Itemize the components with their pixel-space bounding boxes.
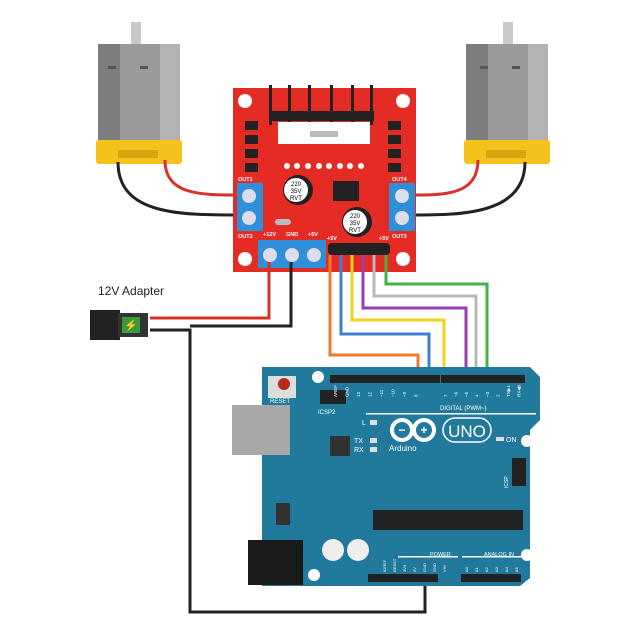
cap-text: 35V (350, 221, 361, 227)
pin-label: A2 (484, 566, 489, 572)
analog-header (461, 574, 521, 582)
l298n-motor-driver: 220 35V RVT 220 35V RVT OUT1 OUT2 OUT3 O… (233, 85, 416, 272)
pin-label: ~10 (391, 389, 396, 397)
cap-text: 220 (350, 214, 361, 220)
power-jack (248, 540, 303, 585)
svg-text:−: − (398, 423, 405, 437)
pin-label: GND (432, 563, 437, 572)
pin-label: 3V3 (402, 564, 407, 572)
label-reset: RESET (270, 399, 290, 405)
cap-text: 35V (291, 189, 302, 195)
label-icsp: ICSP (504, 476, 510, 488)
pin-label: 13 (356, 391, 361, 397)
pin-label: 5V (412, 567, 417, 572)
power-header (368, 574, 438, 582)
usb-port (232, 405, 290, 455)
wire-gray (372, 255, 478, 382)
wire-yellow (350, 255, 446, 382)
label-tx-led: TX (354, 438, 363, 445)
microcontroller-chip (373, 510, 523, 530)
cap-text: 220 (291, 182, 302, 188)
label-gnd: GND (286, 232, 298, 238)
pin-label: A4 (504, 566, 509, 572)
pin-label: IOREF (382, 559, 387, 572)
label-12v: +12V (263, 232, 276, 238)
pin-label: AREF (333, 385, 338, 397)
label-rx-led: RX (354, 447, 364, 454)
label-out3: OUT3 (392, 234, 407, 240)
pin-label: GND (345, 386, 350, 397)
pin-label: ~5 (464, 391, 469, 397)
svg-text:+: + (420, 423, 427, 437)
pin-label: 2 (496, 394, 501, 397)
adapter-label: 12V Adapter (98, 284, 164, 298)
right-motor (464, 22, 550, 164)
reset-button[interactable] (278, 378, 290, 390)
wire-green (384, 255, 489, 382)
pin-label: VIN (442, 565, 447, 572)
label-5v-jumper: +5V (379, 236, 389, 242)
pin-label: 4 (475, 394, 480, 397)
pin-label: ~3 (485, 391, 490, 397)
label-5v-jumper: +5V (327, 236, 337, 242)
signal-wires (328, 255, 489, 382)
pin-label: A3 (494, 566, 499, 572)
label-5v: +5V (308, 232, 318, 238)
pin-label: A1 (474, 566, 479, 572)
label-out4: OUT4 (392, 177, 408, 183)
label-l-led: L (362, 420, 366, 427)
label-out1: OUT1 (238, 177, 253, 183)
label-digital: DIGITAL (PWM~) (440, 406, 487, 412)
cap-text: RVT (349, 228, 361, 234)
label-analog: ANALOG IN (484, 552, 514, 558)
arduino-logo: − + (390, 417, 492, 443)
pin-label: A5 (514, 566, 519, 572)
dc-power-jack: ⚡ (90, 310, 148, 340)
pin-label: ~6 (454, 391, 459, 397)
pin-label: RESET (392, 558, 397, 572)
left-motor (96, 22, 182, 164)
pin-label: 8 (414, 394, 419, 397)
pin-label: 12 (368, 391, 373, 397)
pin-label: 7 (443, 394, 448, 397)
pin-label: A0 (464, 566, 469, 572)
wire-purple (361, 255, 468, 382)
lightning-icon: ⚡ (124, 319, 138, 332)
capacitor: 220 35V RVT (283, 175, 313, 205)
wire-blue (339, 255, 431, 382)
label-out2: OUT2 (238, 234, 253, 240)
pin-label: RX◀0 (517, 384, 522, 397)
motor-wires (116, 159, 527, 217)
label-icsp2: ICSP2 (318, 410, 336, 416)
pin-label: GND (422, 563, 427, 572)
label-power: POWER (430, 552, 451, 558)
digital-header-2 (441, 375, 525, 383)
pin-label: TX▶1 (506, 385, 511, 397)
capacitor: 220 35V RVT (342, 207, 372, 237)
pin-label: ~11 (379, 389, 384, 397)
pin-label: ~9 (402, 391, 407, 397)
label-on-led: ON (506, 437, 517, 444)
model-label: UNO (448, 422, 486, 441)
brand-label: Arduino (389, 444, 417, 453)
digital-header-1 (330, 375, 440, 383)
power-wires (150, 262, 427, 614)
cap-text: RVT (290, 196, 302, 202)
